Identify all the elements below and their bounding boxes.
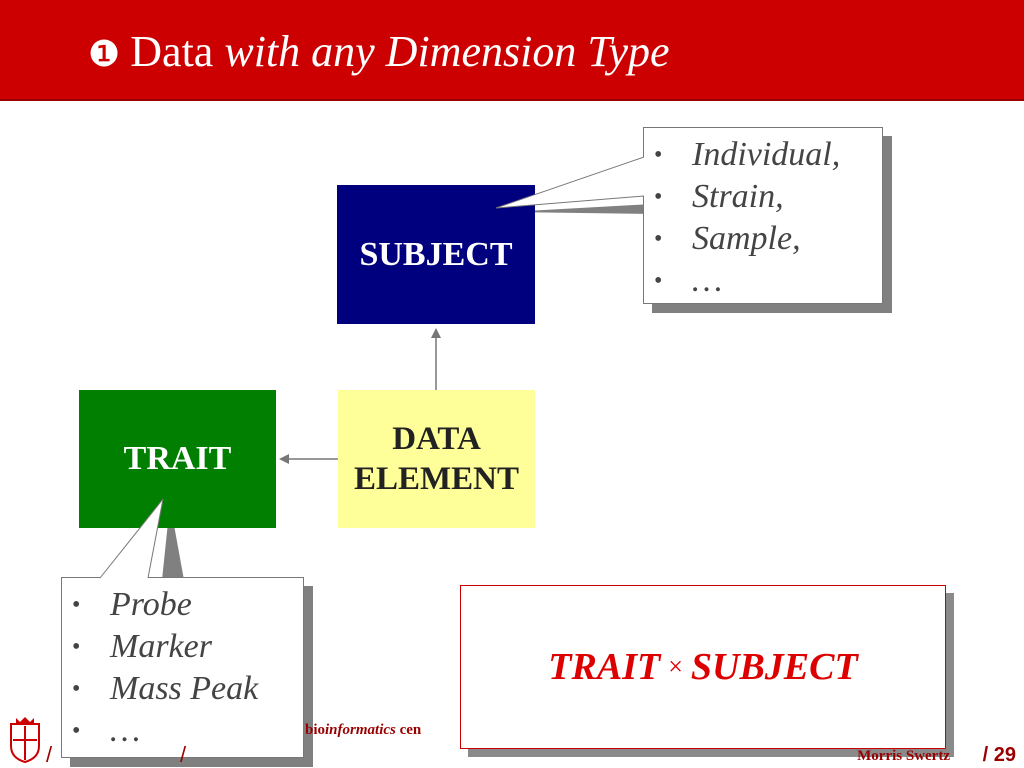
trait-examples-callout: Probe Marker Mass Peak … <box>61 577 304 758</box>
footer-italic: informatics <box>325 722 396 738</box>
subject-examples-callout: Individual, Strain, Sample, … <box>643 127 883 304</box>
data-element-box: DATA ELEMENT <box>338 390 535 528</box>
formula-right: SUBJECT <box>690 646 858 688</box>
page-number: / 29 <box>982 744 1016 766</box>
subject-callout-pointer-shadow <box>508 204 652 214</box>
trait-example-item: Marker <box>62 626 303 668</box>
formula-box: TRAIT×SUBJECT <box>460 585 946 749</box>
trait-callout-pointer-outline <box>99 498 164 579</box>
formula-left: TRAIT <box>548 646 661 688</box>
subject-example-item: Strain, <box>644 176 882 218</box>
subject-callout-pointer-outline <box>495 156 645 209</box>
footer-slash-left: / <box>46 742 53 767</box>
subject-example-item: Sample, <box>644 218 882 260</box>
trait-label: TRAIT <box>123 440 232 477</box>
title-plain: Data <box>130 27 214 76</box>
subject-box: SUBJECT <box>337 185 535 324</box>
footer-suffix: cen <box>395 722 422 738</box>
footer-prefix: bio <box>305 722 326 738</box>
subject-label: SUBJECT <box>359 235 513 273</box>
formula-operator: × <box>668 652 683 681</box>
trait-example-item: Mass Peak <box>62 668 303 710</box>
trait-example-item: Probe <box>62 584 303 626</box>
trait-callout-pointer-shadow <box>162 503 184 580</box>
title-number-icon: ❶ <box>88 34 121 75</box>
footer-author: Morris Swertz <box>857 748 950 764</box>
footer-slash-mid: / <box>180 742 187 767</box>
data-element-line1: DATA <box>392 421 481 457</box>
trait-example-item: … <box>62 710 303 752</box>
title-italic: with any Dimension Type <box>224 27 670 76</box>
footer-organization: bioinformatics cen <box>305 722 421 739</box>
data-element-line2: ELEMENT <box>353 461 520 497</box>
subject-example-item: Individual, <box>644 134 882 176</box>
trait-box: TRAIT <box>79 390 276 528</box>
university-crest-icon <box>10 717 40 764</box>
subject-example-item: … <box>644 260 882 302</box>
